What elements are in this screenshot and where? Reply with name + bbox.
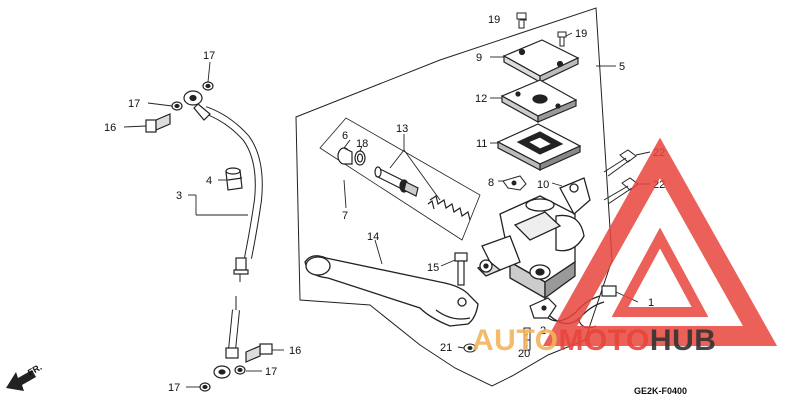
watermark-triangle-icon: [542, 137, 778, 346]
washer-17-upper-left: [171, 101, 183, 111]
clip-8: [502, 175, 527, 191]
diaphragm: [496, 123, 582, 171]
callout-7: 7: [342, 210, 348, 222]
callout-13: 13: [396, 123, 408, 135]
bolt-16-upper: [145, 113, 171, 133]
callout-12: 12: [475, 93, 487, 105]
watermark-part-moto: MOTO: [558, 324, 649, 357]
callout-2: 2: [540, 325, 546, 337]
callout-17-bottom: 17: [168, 382, 180, 394]
leader-lines: [123, 19, 651, 388]
callout-8: 8: [488, 177, 494, 189]
grommet-4: [225, 167, 243, 191]
watermark-part-auto: AUTO: [472, 324, 558, 357]
hose-fitting-middle: [233, 257, 249, 275]
bolt-16-lower: [245, 343, 273, 363]
callout-1: 1: [648, 297, 654, 309]
callout-19-right: 19: [575, 28, 587, 40]
hose-fitting-upper: [183, 90, 211, 121]
reservoir-cap: [502, 39, 580, 84]
spring-13: [427, 195, 471, 221]
bolt-22-upper: [603, 149, 637, 177]
callout-4: 4: [206, 175, 212, 187]
brake-hose: [203, 106, 263, 351]
callout-6: 6: [342, 130, 348, 142]
callout-16-upper: 16: [104, 122, 116, 134]
callout-16-lower: 16: [289, 345, 301, 357]
callout-17-lower-right: 17: [265, 366, 277, 378]
watermark-part-hub: HUB: [650, 324, 717, 357]
pivot-bolt-15: [454, 252, 468, 286]
callout-21: 21: [440, 342, 452, 354]
diagram-code: GE2K-F0400: [634, 386, 687, 396]
piston-13: [374, 166, 419, 197]
watermark: AUTOMOTOHUB: [472, 137, 778, 357]
washer-17-bottom: [199, 382, 211, 392]
callout-18: 18: [356, 138, 368, 150]
callout-15: 15: [427, 262, 439, 274]
callout-19-upper: 19: [488, 14, 500, 26]
washer-17-top: [202, 81, 214, 91]
callout-11: 11: [476, 138, 487, 150]
callout-3: 3: [176, 190, 182, 202]
watermark-text: AUTOMOTOHUB: [472, 324, 716, 357]
brake-lever-14: [304, 255, 479, 327]
washer-17-lower-right: [234, 365, 246, 375]
screw-19-upper: [516, 12, 527, 29]
master-cylinder-body: [476, 177, 591, 300]
assembly-outline: [295, 7, 613, 387]
set-plate: [500, 79, 578, 124]
dust-boot-6: [337, 147, 353, 165]
front-direction-arrow: FR.: [6, 362, 44, 391]
piston-group-outline: [319, 117, 481, 241]
callout-17-upper-left: 17: [128, 98, 140, 110]
callout-5: 5: [619, 61, 625, 73]
callout-10: 10: [537, 179, 549, 191]
callout-14: 14: [367, 231, 379, 243]
direction-label: FR.: [26, 362, 44, 378]
callout-20: 20: [518, 348, 530, 360]
arrow-icon: [6, 370, 36, 391]
screw-19-right: [557, 31, 567, 47]
callout-9: 9: [476, 52, 482, 64]
circlip-18: [354, 150, 366, 166]
callout-labels: 19 19 9 5 12 11 13 6 18 7 8 10 22 22 14 …: [104, 14, 665, 394]
hose-fitting-lower: [213, 347, 239, 379]
callout-17-top: 17: [203, 50, 215, 62]
